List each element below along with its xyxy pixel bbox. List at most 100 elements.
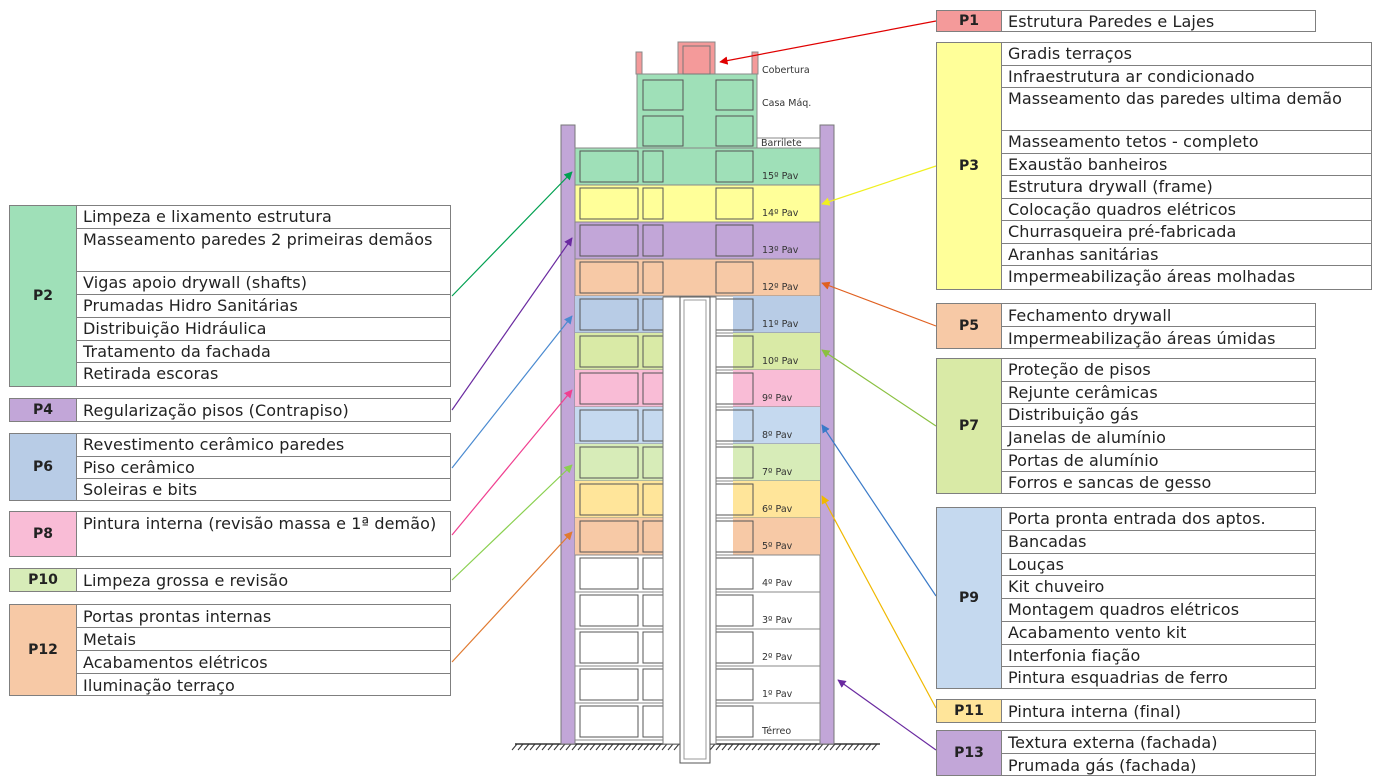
floor-bay-right [733, 444, 820, 481]
phase-item: Rejunte cerâmicas [1002, 382, 1315, 405]
floor-bay-right [733, 481, 820, 518]
phase-item: Exaustão banheiros [1002, 154, 1371, 177]
connector-arrow-p2 [451, 171, 573, 297]
ground-hatch [871, 743, 878, 751]
ground-hatch [529, 743, 536, 751]
phase-code: P7 [937, 359, 1002, 493]
connector-arrow-p5 [821, 281, 937, 327]
phase-items: Limpeza grossa e revisão [77, 569, 450, 591]
window [579, 520, 639, 553]
legend-box-p1: P1 Estrutura Paredes e Lajes [936, 10, 1316, 32]
elevator-inner [683, 299, 707, 760]
floor-label: 9º Pav [762, 393, 793, 404]
floor-bay-right [733, 333, 820, 370]
phase-item: Tratamento da fachada [77, 341, 450, 364]
ground-hatch [721, 743, 728, 751]
window [579, 483, 639, 516]
phase-item: Churrasqueira pré-fabricada [1002, 221, 1371, 244]
ground-hatch [565, 743, 572, 751]
ground-hatch [637, 743, 644, 751]
floor-bay-right [733, 407, 820, 444]
phase-item: Retirada escoras [83, 364, 219, 384]
connector-arrow-p6 [451, 315, 573, 469]
connector-arrow-p13 [837, 679, 937, 751]
floor-label: 1º Pav [762, 689, 793, 700]
floor-label: 2º Pav [762, 652, 793, 663]
phase-item: Pintura interna (revisão massa e 1ª demã… [83, 514, 437, 533]
window [579, 631, 639, 664]
phase-item: Infraestrutura ar condicionado [1002, 66, 1371, 89]
floor-bay-left [575, 333, 663, 370]
window [579, 668, 639, 701]
connector-arrow-p9 [821, 424, 937, 597]
phase-item: Distribuição gás [1002, 404, 1315, 427]
window [642, 79, 684, 111]
floor-bay-left [575, 518, 663, 555]
phase-item: Pintura interna (final) [1008, 702, 1182, 721]
roof-parapet-left [635, 51, 643, 75]
floor-slab [574, 147, 821, 186]
floor-label: 6º Pav [762, 504, 793, 515]
ground-hatch [583, 743, 590, 751]
phase-item: Soleiras e bits [83, 480, 198, 500]
floor-bay-left [575, 296, 663, 333]
phase-code: P13 [937, 731, 1002, 775]
phase-code: P12 [10, 605, 77, 695]
phase-item: Metais [77, 628, 450, 651]
phase-item: Impermeabilização áreas molhadas [1008, 267, 1296, 287]
window [579, 335, 639, 368]
phase-item: Regularização pisos (Contrapiso) [83, 401, 349, 420]
window [715, 79, 754, 111]
phase-code: P8 [10, 512, 77, 556]
floor-label: Térreo [761, 726, 791, 737]
floor-bay-right [733, 370, 820, 407]
window [579, 298, 639, 331]
phase-item: Masseamento das paredes ultima demão [1002, 88, 1371, 132]
ground-hatch [817, 743, 824, 751]
floor-bay-left [575, 370, 663, 407]
ground-hatch [535, 743, 542, 751]
floor-label: 10º Pav [762, 356, 799, 367]
window [579, 261, 639, 294]
ground-hatch [577, 743, 584, 751]
phase-item: Estrutura Paredes e Lajes [1008, 12, 1215, 31]
floor-label: 14º Pav [762, 208, 799, 219]
phase-item: Acabamento vento kit [1002, 622, 1315, 645]
phase-code: P1 [937, 11, 1002, 31]
window [579, 446, 639, 479]
floor-label: 4º Pav [762, 578, 793, 589]
ground-hatch [589, 743, 596, 751]
ground-hatch [799, 743, 806, 751]
window [715, 150, 754, 183]
ground-hatch [757, 743, 764, 751]
window [642, 150, 664, 183]
elevator-core [679, 296, 711, 764]
floor-label: 15º Pav [762, 171, 799, 182]
ground-hatch [667, 743, 674, 751]
connector-arrow-p8 [451, 389, 573, 536]
floor-bay-left [575, 444, 663, 481]
phase-item: Kit chuveiro [1002, 576, 1315, 599]
ground-hatch [649, 743, 656, 751]
ground-hatch [823, 743, 830, 751]
ground-hatch [829, 743, 836, 751]
phase-item: Forros e sancas de gesso [1008, 473, 1212, 493]
ground-hatch [517, 743, 524, 751]
connector-arrow-p1 [719, 20, 937, 65]
ground-hatch [745, 743, 752, 751]
phase-item: Aranhas sanitárias [1002, 244, 1371, 267]
phase-item: Masseamento tetos - completo [1002, 131, 1371, 154]
window [579, 557, 639, 590]
roof-box-inner [682, 45, 711, 75]
phase-item: Gradis terraços [1002, 43, 1371, 66]
